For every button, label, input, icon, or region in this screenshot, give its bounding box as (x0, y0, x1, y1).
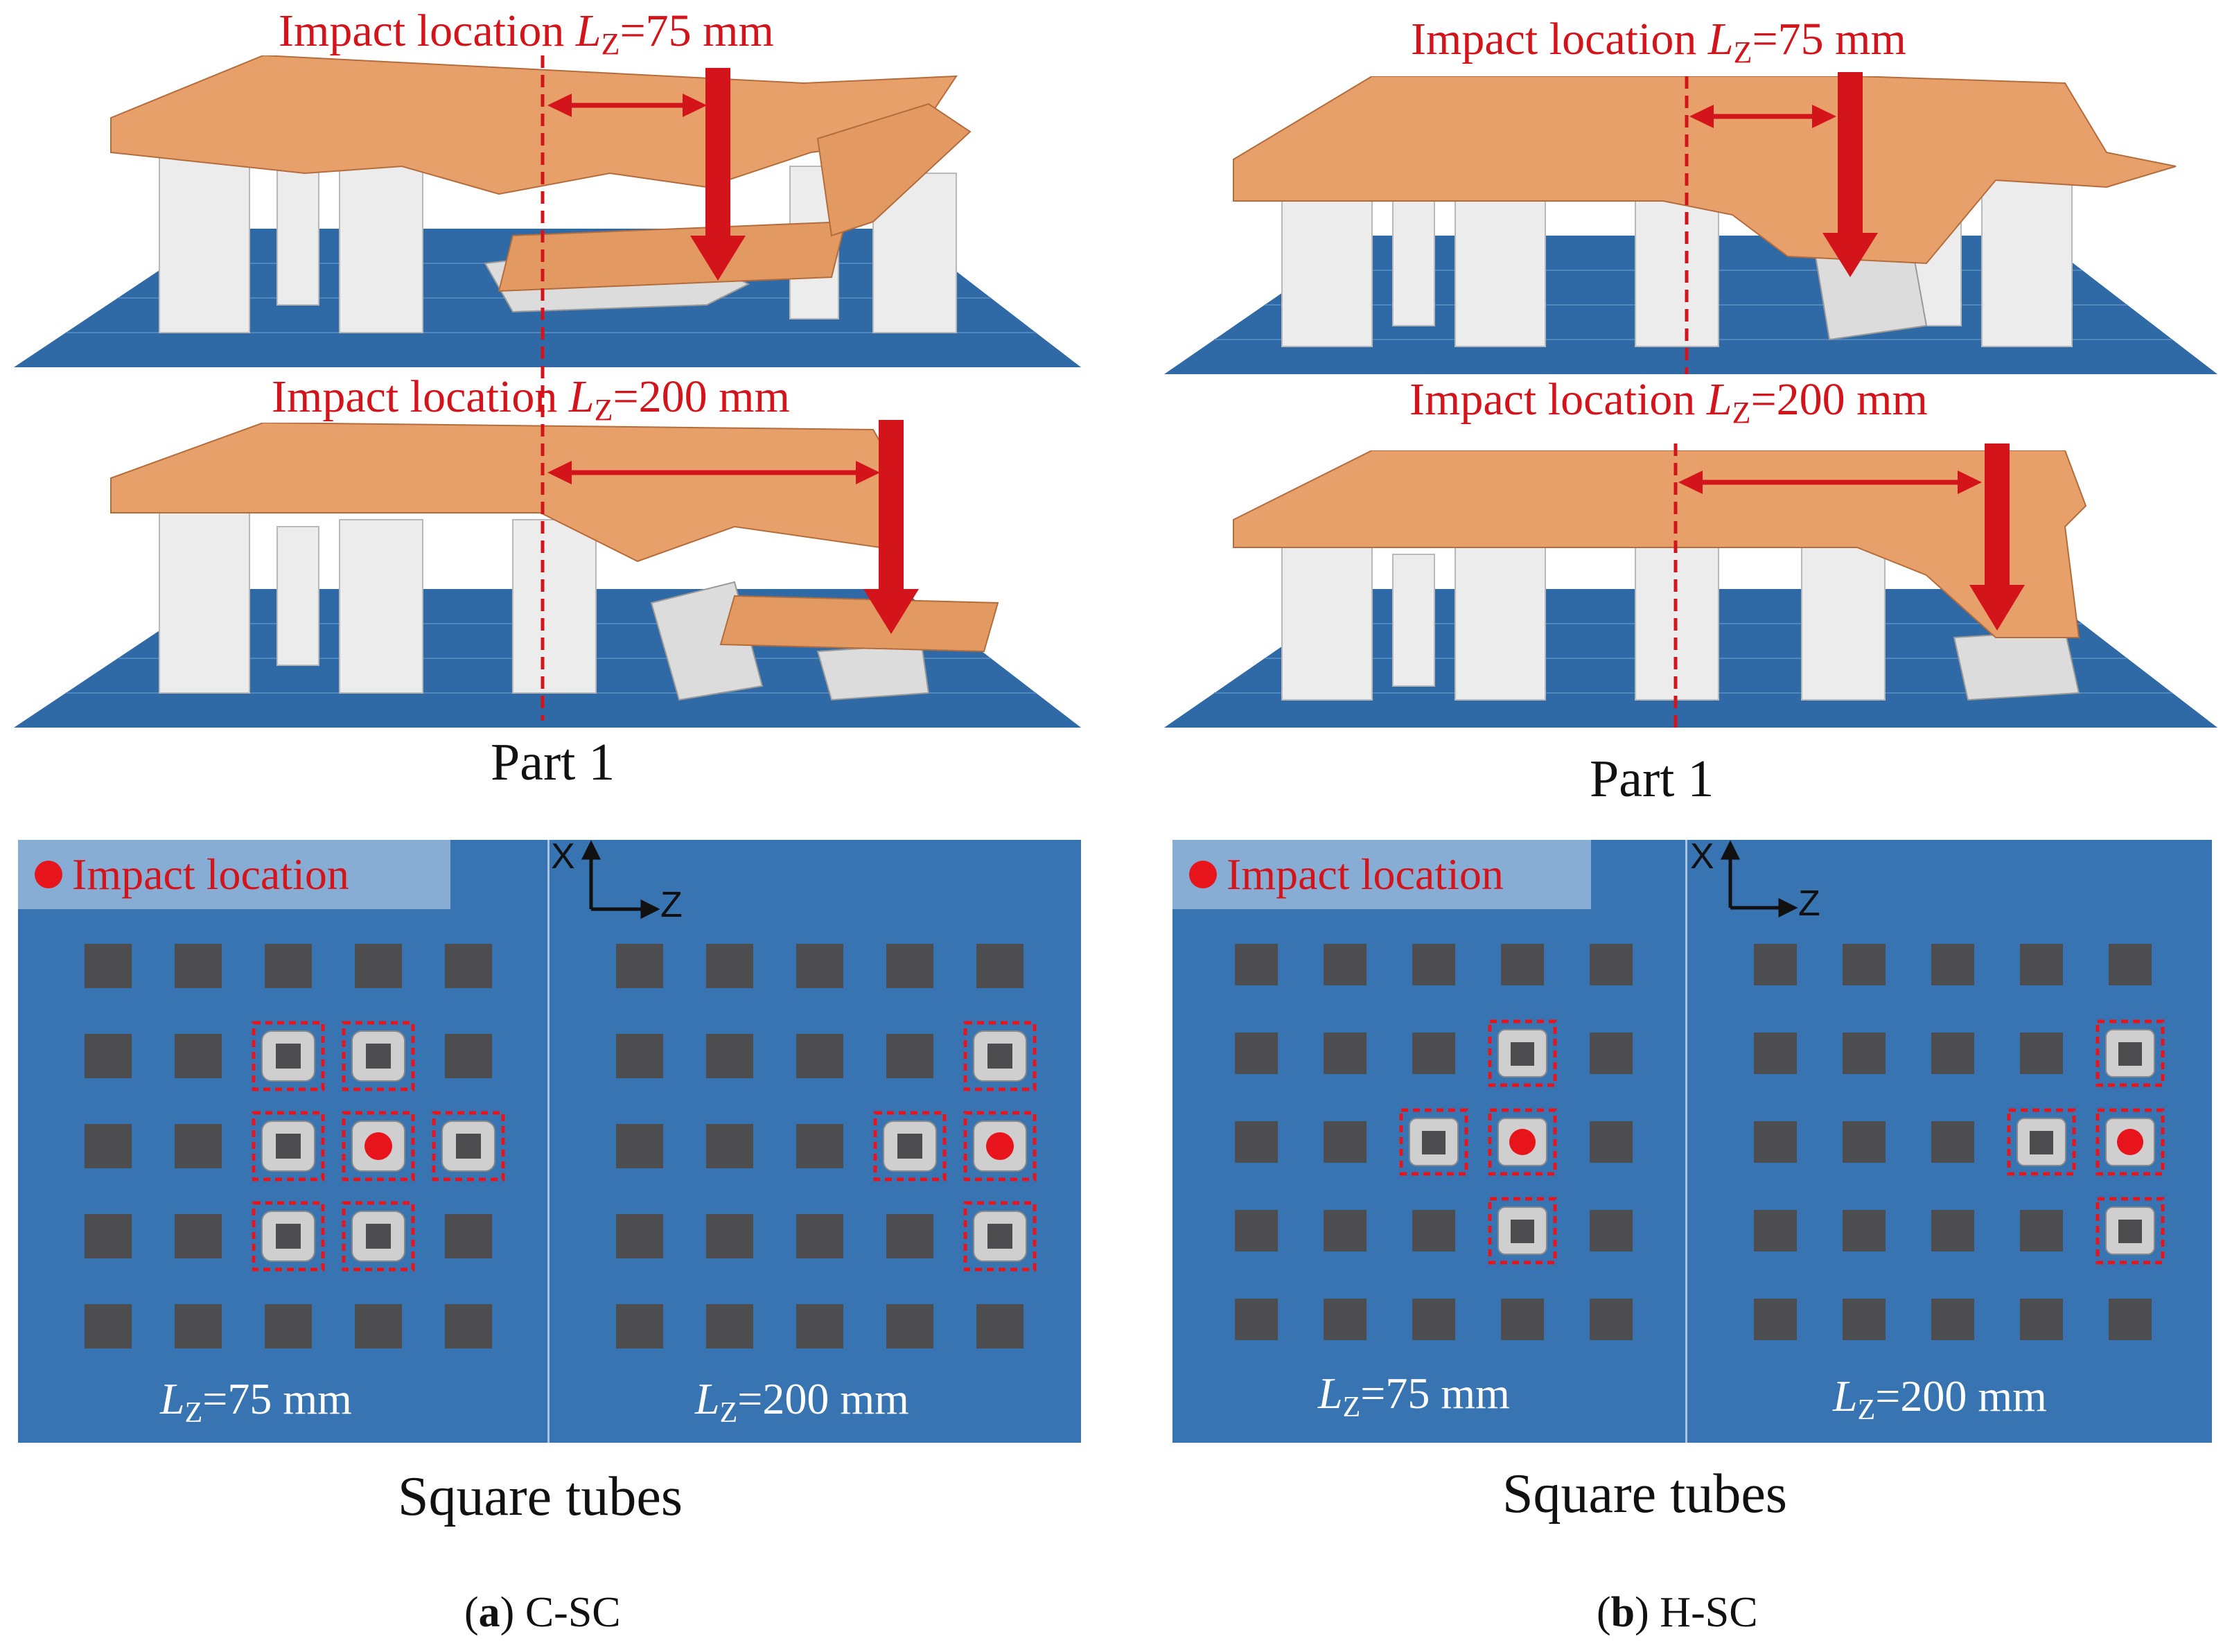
panel-b-tube-grid-75 (1235, 944, 1633, 1340)
panel-a-section-label: Square tubes (398, 1466, 683, 1527)
panel-b-3d-view-75 (1164, 76, 2217, 374)
panel-a-axis-x: X (551, 840, 575, 877)
panel-b-label-200: LZ=200 mm (1833, 1371, 2047, 1426)
panel-b-top-view: Impact location LZ=75 mm (1172, 840, 2212, 1443)
panel-b-axis-z: Z (1798, 884, 1820, 924)
panel-b-part-label: Part 1 (1590, 750, 1714, 808)
panel-a-label-75: LZ=75 mm (160, 1374, 352, 1429)
panel-b-legend: Impact location (1172, 840, 1591, 909)
panel-a-subpanel-200: X Z LZ=200 mm (547, 840, 1081, 1443)
panel-a-3d-view-200 (14, 423, 1081, 728)
panel-a-part-label: Part 1 (491, 733, 615, 791)
panel-b-label-75: LZ=75 mm (1318, 1369, 1510, 1423)
panel-b-axis-x: X (1690, 840, 1714, 877)
panel-b-3d-view-200 (1164, 450, 2217, 728)
impact-location-marker-icon (35, 861, 62, 888)
panel-a-tube-grid-200 (581, 840, 1037, 1348)
panel-b-title-75: Impact location LZ=75 mm (1411, 14, 1906, 69)
panel-b-legend-text: Impact location (1227, 850, 1504, 899)
panel-a-top-view: Impact location LZ=75 mm (18, 840, 1081, 1443)
panel-a-axis-z: Z (660, 885, 683, 925)
panel-b-subpanel-75: Impact location LZ=75 mm (1172, 840, 1685, 1443)
panel-b-tube-grid-200 (1720, 840, 2165, 1340)
panel-a-caption: (a) C-SC (464, 1589, 621, 1636)
panel-a-legend-text: Impact location (72, 850, 349, 899)
panel-a-3d-view-75 (14, 55, 1081, 367)
panel-b-section-label: Square tubes (1502, 1464, 1788, 1524)
panel-a-label-200: LZ=200 mm (695, 1374, 909, 1429)
panel-b-subpanel-200: X Z LZ=200 mm (1685, 840, 2212, 1443)
panel-a-tube-grid-75 (85, 944, 505, 1348)
panel-b-annotations (1673, 72, 2025, 728)
panel-b-title-200: Impact location LZ=200 mm (1409, 374, 1928, 430)
panel-a-title-75: Impact location LZ=75 mm (279, 6, 774, 61)
panel-a-title-200: Impact location LZ=200 mm (272, 371, 790, 427)
panel-a-legend: Impact location (18, 840, 450, 909)
panel-a-subpanel-75: Impact location LZ=75 mm (18, 840, 547, 1443)
panel-b-caption: (b) H-SC (1597, 1589, 1758, 1636)
impact-location-marker-icon (1189, 861, 1217, 888)
panel-a-annotations (541, 55, 919, 721)
